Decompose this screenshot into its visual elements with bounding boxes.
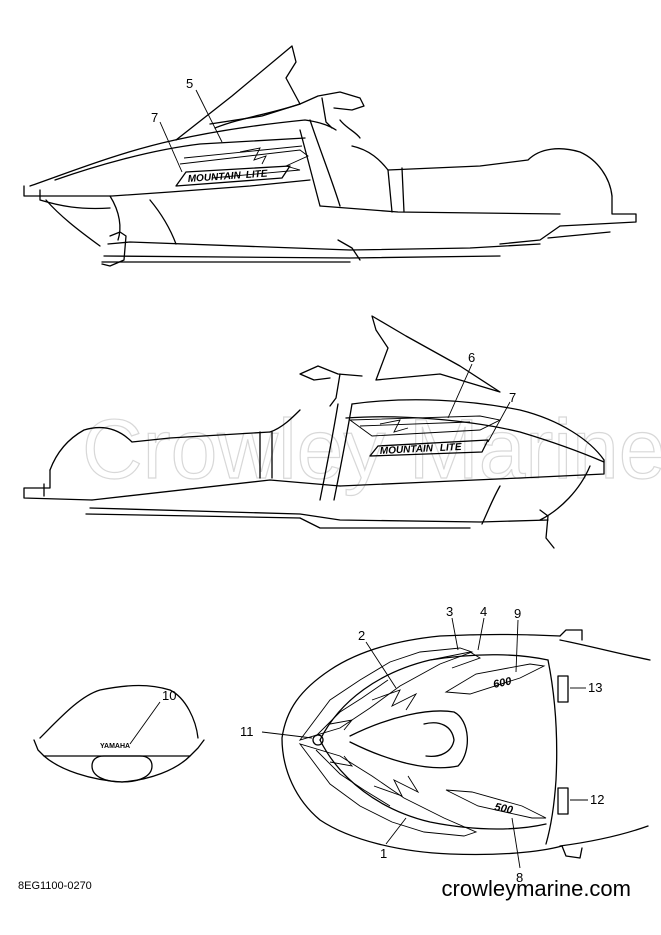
- callout-2: 2: [358, 628, 365, 643]
- callout-9: 9: [514, 606, 521, 621]
- callout-8: 8: [516, 870, 523, 885]
- callout-12: 12: [590, 792, 604, 807]
- callout-4: 4: [480, 604, 487, 619]
- callout-7-top: 7: [151, 110, 158, 125]
- center-emblem: [312, 734, 324, 746]
- mountain-decal-text: MOUNTAIN: [187, 170, 242, 185]
- snowmobile-side-view-middle: MOUNTAIN LITE 6 7: [23, 315, 605, 549]
- website-watermark: crowleymarine.com: [441, 876, 632, 901]
- hood-top-view: 600 500 2 3 4: [240, 604, 651, 885]
- label-12-rect: [557, 787, 569, 815]
- lite-decal-text-2: LITE: [440, 442, 463, 454]
- lower-number-decal: 500: [493, 801, 514, 817]
- callout-1: 1: [380, 846, 387, 861]
- diagram-code: 8EG1100-0270: [18, 880, 92, 892]
- callout-6: 6: [468, 350, 475, 365]
- callout-5: 5: [186, 76, 193, 91]
- callout-11: 11: [240, 724, 254, 739]
- watermark: Crowley Marine: [82, 402, 661, 496]
- snowmobile-side-view-top: MOUNTAIN LITE 5 7: [23, 45, 637, 267]
- callout-13: 13: [588, 680, 602, 695]
- callout-10: 10: [162, 688, 176, 703]
- windshield-logo-text: YAMAHA: [100, 743, 130, 750]
- windshield-front-view: YAMAHA 10: [33, 684, 205, 783]
- callout-7-middle: 7: [509, 390, 516, 405]
- lite-decal-text: LITE: [245, 168, 268, 181]
- upper-number-decal: 600: [492, 675, 513, 691]
- callout-3: 3: [446, 604, 453, 619]
- label-13-rect: [557, 675, 569, 703]
- mountain-decal-text-2: MOUNTAIN: [380, 443, 434, 457]
